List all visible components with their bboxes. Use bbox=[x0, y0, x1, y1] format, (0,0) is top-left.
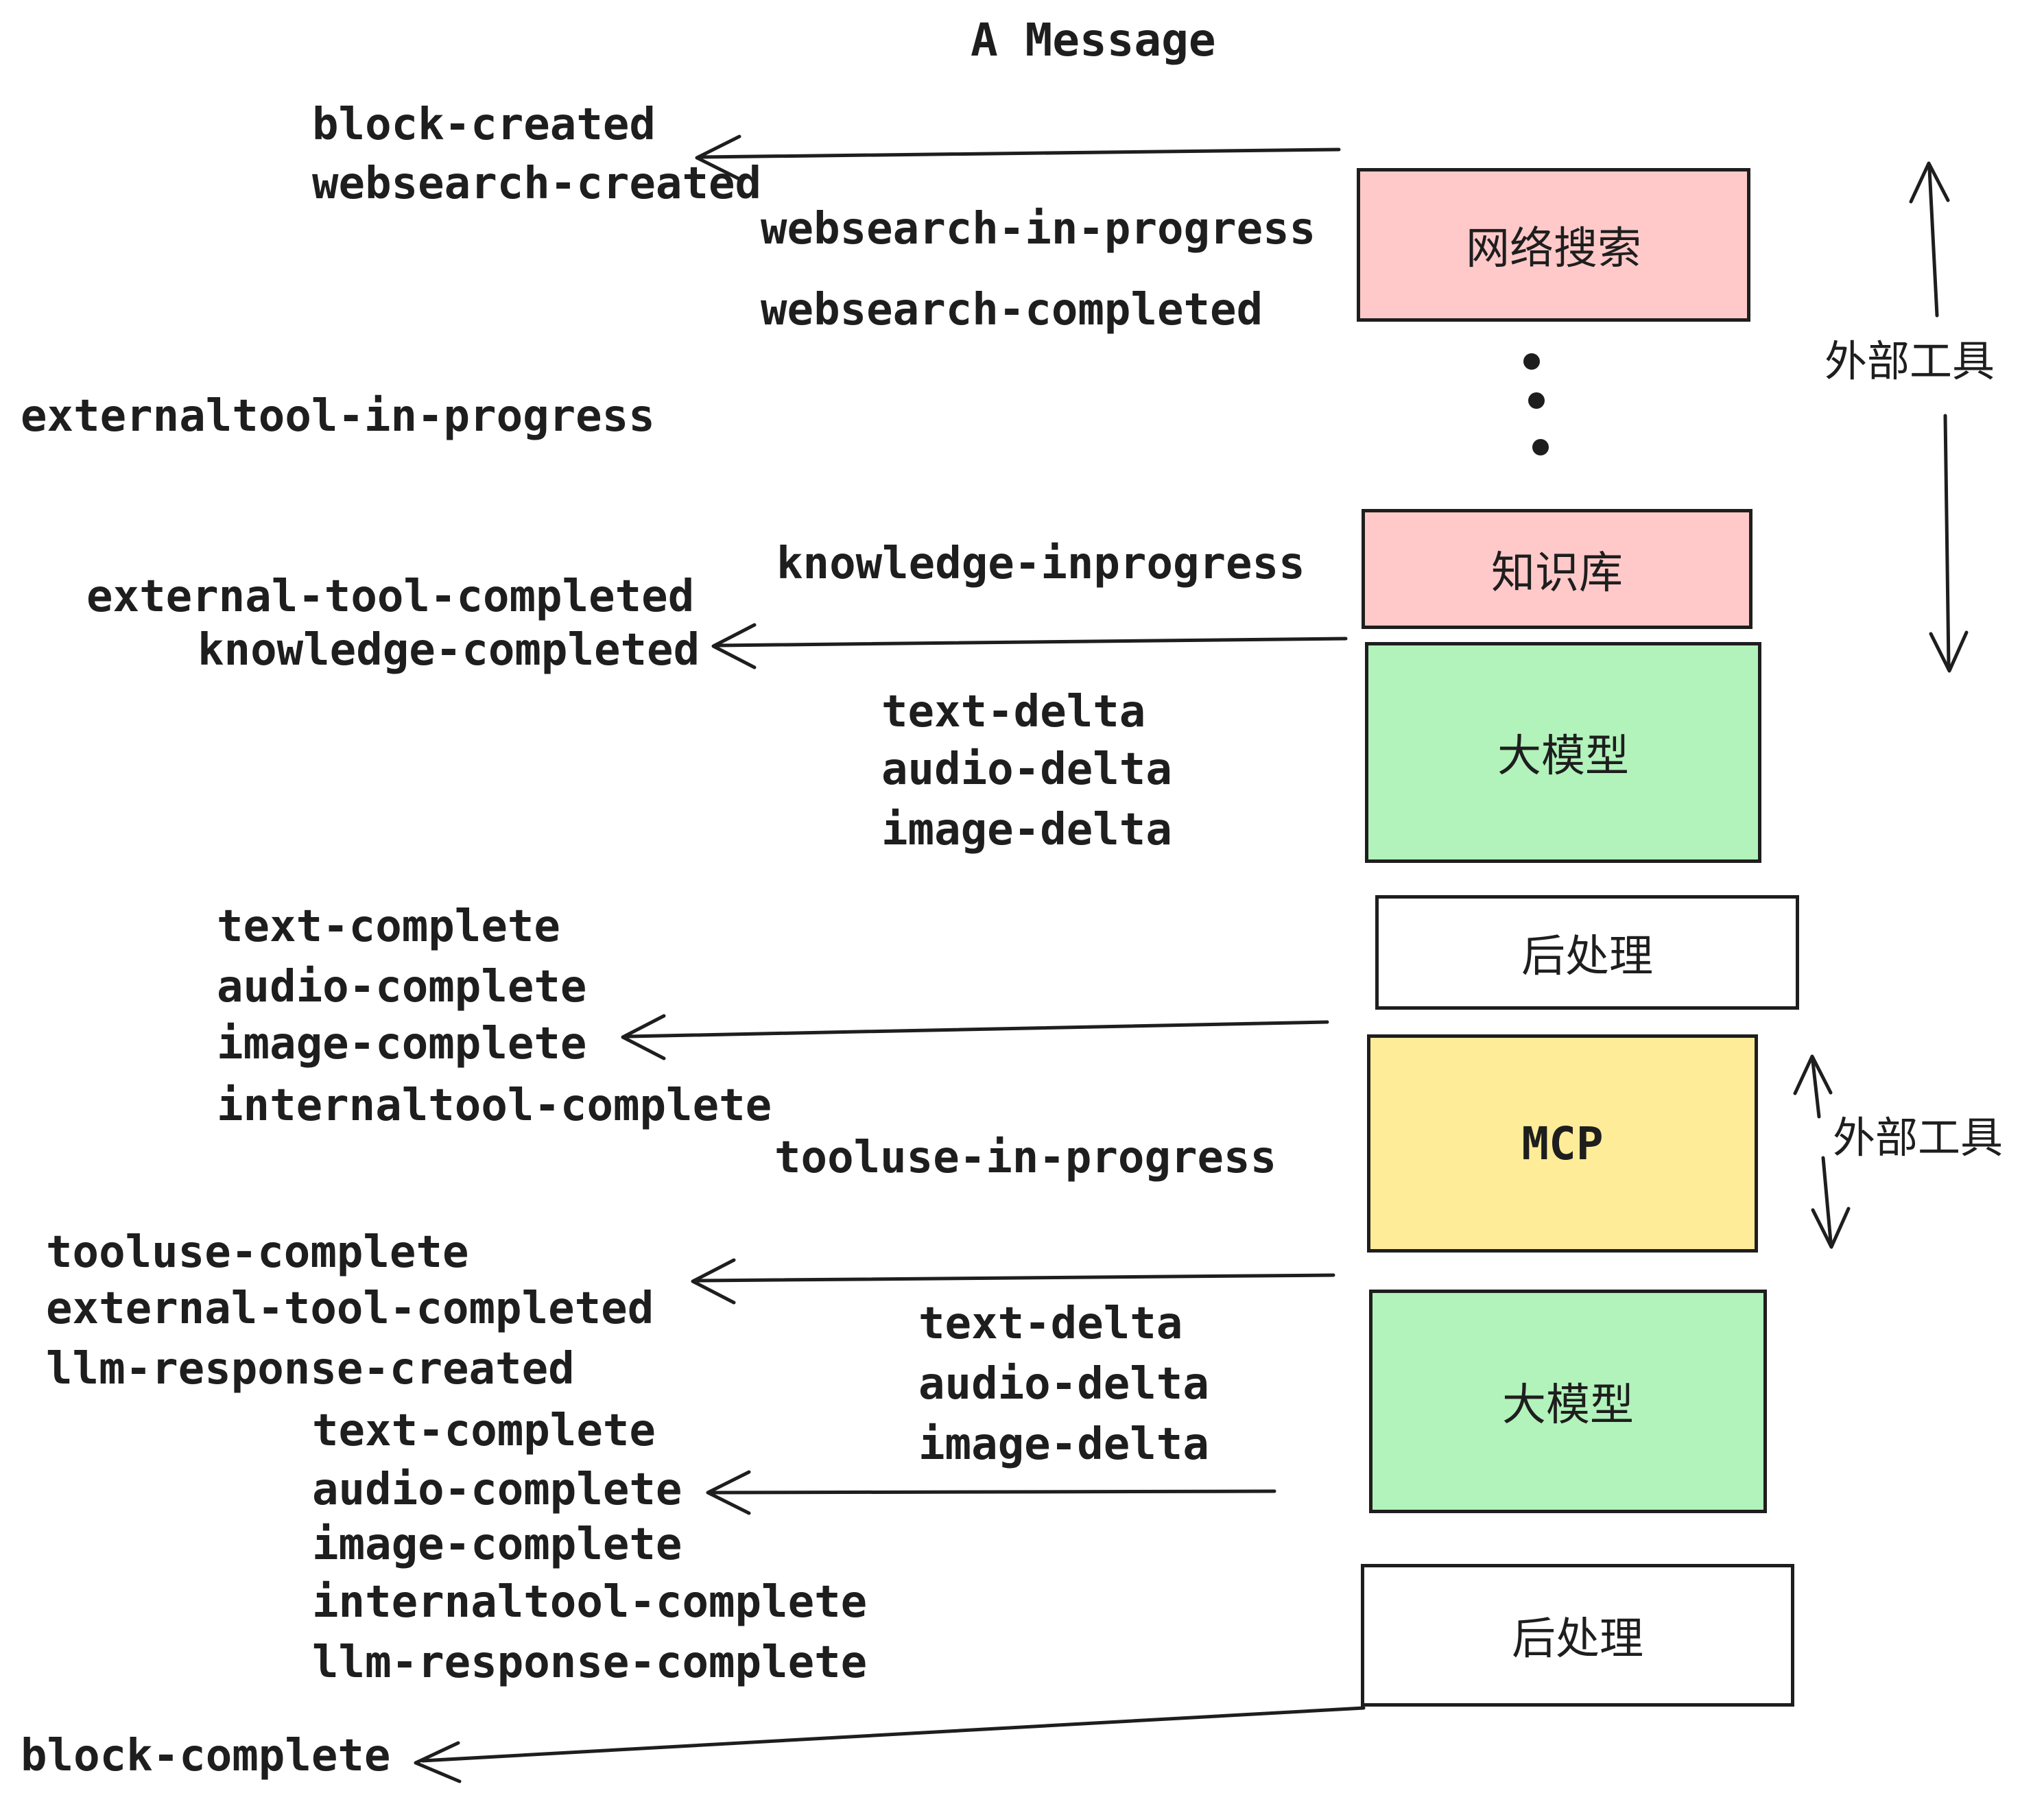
event-label-image-complete-2: image-complete bbox=[312, 1519, 682, 1570]
event-label-image-complete: image-complete bbox=[217, 1019, 587, 1069]
node-websearch-label: 网络搜索 bbox=[1466, 224, 1641, 273]
node-knowledge-base-label: 知识库 bbox=[1491, 547, 1623, 597]
event-label-audio-complete-2: audio-complete bbox=[312, 1464, 682, 1515]
event-label-llm-response-complete: llm-response-complete bbox=[312, 1637, 868, 1688]
arrow-external-tools-down bbox=[1929, 414, 1969, 673]
event-label-externaltool-in-progress: externaltool-in-progress bbox=[21, 391, 655, 442]
node-llm-bottom-label: 大模型 bbox=[1502, 1380, 1634, 1429]
event-label-knowledge-completed: knowledge-completed bbox=[198, 625, 700, 676]
arrow-to-image-complete bbox=[621, 1014, 1329, 1060]
side-label-external-tools-mcp: 外部工具 bbox=[1833, 1115, 2004, 1162]
ellipsis-dots bbox=[1523, 353, 1549, 455]
arrow-to-audio-complete bbox=[706, 1470, 1276, 1515]
event-label-external-tool-completed: external-tool-completed bbox=[86, 571, 695, 622]
event-label-llm-response-created: llm-response-created bbox=[46, 1344, 575, 1394]
event-label-websearch-created: websearch-created bbox=[312, 158, 762, 209]
event-label-text-complete: text-complete bbox=[217, 901, 560, 952]
arrow-external-tools-up bbox=[1909, 161, 1950, 318]
event-label-text-delta-2: text-delta bbox=[918, 1298, 1183, 1349]
arrow-mcp-up bbox=[1793, 1054, 1833, 1119]
arrow-mcp-down bbox=[1811, 1156, 1851, 1249]
event-label-image-delta: image-delta bbox=[881, 805, 1172, 855]
arrow-to-block-complete bbox=[414, 1706, 1366, 1783]
node-websearch: 网络搜索 bbox=[1357, 168, 1750, 322]
event-label-internaltool-complete: internaltool-complete bbox=[217, 1080, 772, 1131]
node-llm-bottom: 大模型 bbox=[1369, 1290, 1767, 1513]
event-label-external-tool-completed-2: external-tool-completed bbox=[46, 1283, 654, 1334]
event-label-text-delta: text-delta bbox=[881, 687, 1146, 737]
event-label-audio-delta: audio-delta bbox=[881, 744, 1172, 795]
event-label-audio-complete: audio-complete bbox=[217, 962, 587, 1012]
node-mcp-label: MCP bbox=[1521, 1117, 1604, 1170]
arrow-to-knowledge-completed bbox=[711, 623, 1348, 669]
event-label-knowledge-inprogress: knowledge-inprogress bbox=[776, 538, 1305, 589]
node-postprocess-bottom: 后处理 bbox=[1361, 1564, 1794, 1707]
node-mcp: MCP bbox=[1367, 1034, 1758, 1253]
node-knowledge-base: 知识库 bbox=[1362, 509, 1752, 629]
event-label-websearch-completed: websearch-completed bbox=[761, 285, 1263, 335]
event-label-audio-delta-2: audio-delta bbox=[918, 1359, 1209, 1410]
event-label-image-delta-2: image-delta bbox=[918, 1419, 1209, 1470]
node-llm-top: 大模型 bbox=[1365, 642, 1761, 863]
side-label-external-tools-top: 外部工具 bbox=[1825, 338, 1995, 385]
event-label-text-complete-2: text-complete bbox=[312, 1405, 656, 1456]
node-postprocess-bottom-label: 后处理 bbox=[1512, 1614, 1643, 1663]
node-llm-top-label: 大模型 bbox=[1497, 731, 1629, 781]
event-label-internaltool-complete-2: internaltool-complete bbox=[312, 1577, 868, 1628]
node-postprocess-top: 后处理 bbox=[1375, 895, 1799, 1010]
event-label-tooluse-in-progress: tooluse-in-progress bbox=[774, 1132, 1277, 1183]
arrow-to-external-tool-completed bbox=[691, 1258, 1335, 1305]
event-label-block-complete: block-complete bbox=[21, 1731, 391, 1781]
event-label-websearch-in-progress: websearch-in-progress bbox=[761, 204, 1316, 254]
diagram-title: A Message bbox=[971, 14, 1216, 67]
event-label-block-created: block-created bbox=[312, 99, 656, 150]
arrow-to-block-created bbox=[695, 134, 1341, 181]
event-label-tooluse-complete: tooluse-complete bbox=[46, 1227, 469, 1278]
node-postprocess-top-label: 后处理 bbox=[1521, 931, 1653, 981]
